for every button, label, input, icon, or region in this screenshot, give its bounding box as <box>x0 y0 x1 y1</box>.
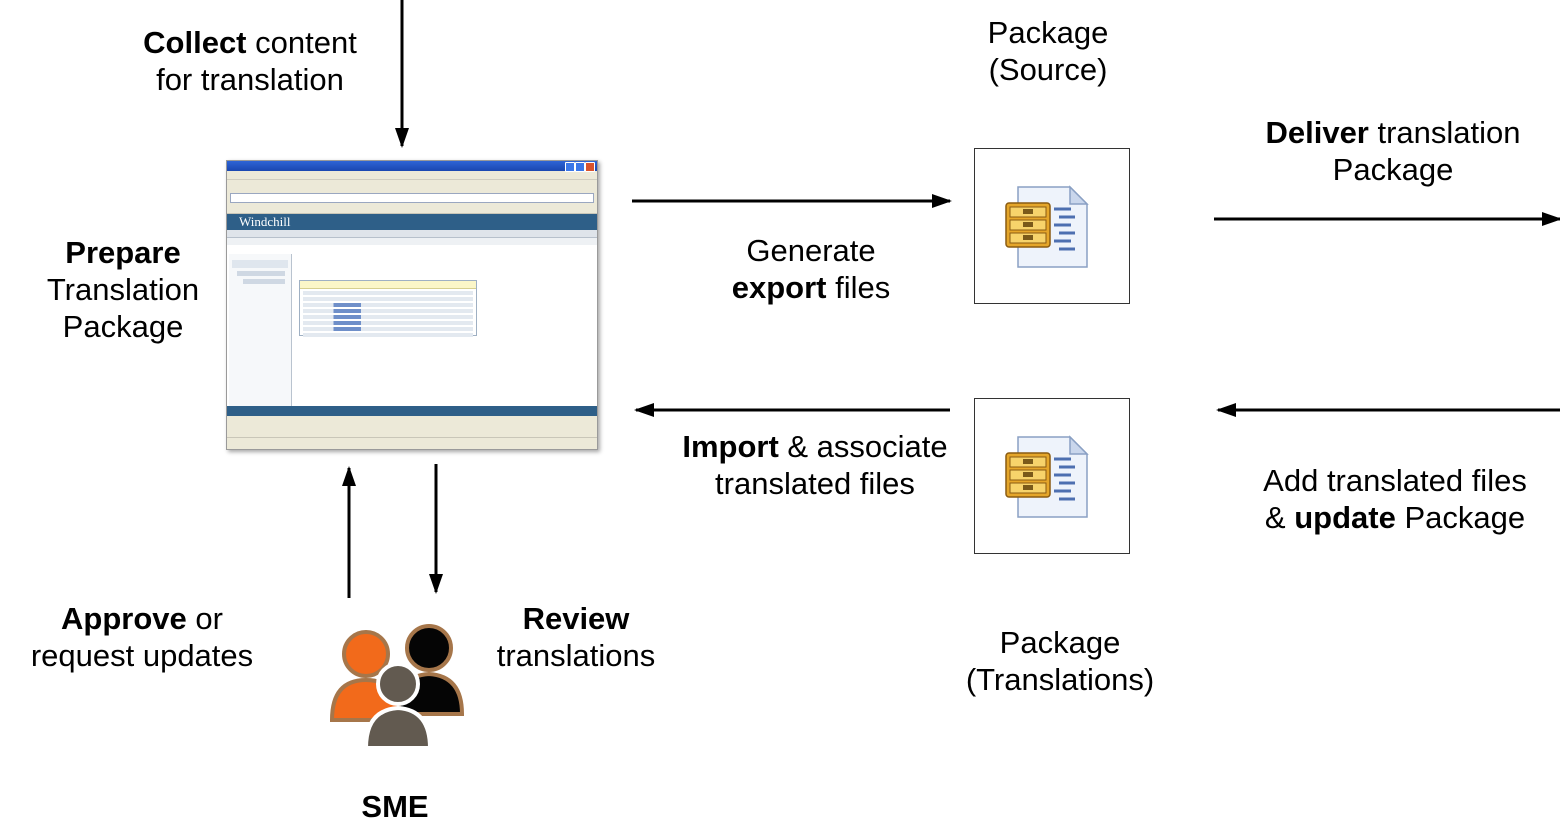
screenshot-subnav <box>227 238 597 245</box>
screenshot-menubar <box>227 171 597 179</box>
deliver-line2: Package <box>1332 152 1454 187</box>
package-translations-box <box>974 398 1130 554</box>
prepare-label: Prepare Translation Package <box>20 234 226 345</box>
screenshot-package-line <box>227 245 597 252</box>
archive-file-icon <box>1005 435 1089 518</box>
screenshot-statusbar <box>227 437 597 449</box>
screenshot-titlebar <box>227 161 597 172</box>
generate-line1: Generate <box>746 233 876 268</box>
prepare-line3: Package <box>62 309 184 344</box>
approve-label: Approve or request updates <box>4 600 280 674</box>
import-rest: & associate <box>778 429 948 464</box>
deliver-rest: translation <box>1368 115 1521 150</box>
add-pre: & <box>1264 500 1295 535</box>
screenshot-toolbar <box>227 179 597 192</box>
collect-line2: for translation <box>156 62 344 97</box>
review-label: Review translations <box>486 600 666 674</box>
screenshot-folder-contents <box>299 280 477 337</box>
screenshot-content <box>227 252 597 406</box>
review-bold: Review <box>522 601 630 636</box>
generate-label: Generate export files <box>718 232 904 306</box>
package-translations-line2: (Translations) <box>965 662 1155 697</box>
screenshot-footer <box>227 406 597 416</box>
add-rest: Package <box>1395 500 1526 535</box>
import-label: Import & associate translated files <box>660 428 970 502</box>
collect-bold: Collect <box>143 25 247 60</box>
windchill-screenshot: Windchill <box>226 160 598 450</box>
screenshot-folders-pane <box>229 254 292 406</box>
screenshot-banner: Windchill <box>227 214 597 230</box>
package-source-line2: (Source) <box>988 52 1108 87</box>
import-line2: translated files <box>715 466 915 501</box>
screenshot-search-toolbar <box>227 204 597 214</box>
import-bold: Import <box>682 429 779 464</box>
add-line1: Add translated files <box>1263 463 1527 498</box>
package-translations-label: Package (Translations) <box>950 624 1170 698</box>
prepare-bold: Prepare <box>65 235 181 270</box>
package-translations-line1: Package <box>999 625 1121 660</box>
screenshot-address-bar <box>230 193 594 203</box>
prepare-line2: Translation <box>46 272 200 307</box>
add-update-label: Add translated files & update Package <box>1240 462 1550 536</box>
deliver-bold: Deliver <box>1265 115 1369 150</box>
approve-line2: request updates <box>30 638 254 673</box>
approve-rest: or <box>186 601 223 636</box>
generate-bold: export <box>731 270 827 305</box>
collect-rest: content <box>246 25 357 60</box>
package-source-line1: Package <box>987 15 1109 50</box>
package-source-box <box>974 148 1130 304</box>
add-bold: update <box>1294 500 1396 535</box>
archive-file-icon <box>1005 185 1089 268</box>
generate-rest: files <box>826 270 891 305</box>
deliver-label: Deliver translation Package <box>1246 114 1540 188</box>
screenshot-nav <box>227 230 597 238</box>
review-line2: translations <box>496 638 656 673</box>
collect-label: Collect content for translation <box>118 24 382 98</box>
people-group-icon <box>329 624 465 750</box>
sme-label: SME <box>361 789 429 824</box>
approve-bold: Approve <box>61 601 187 636</box>
package-source-label: Package (Source) <box>962 14 1134 88</box>
